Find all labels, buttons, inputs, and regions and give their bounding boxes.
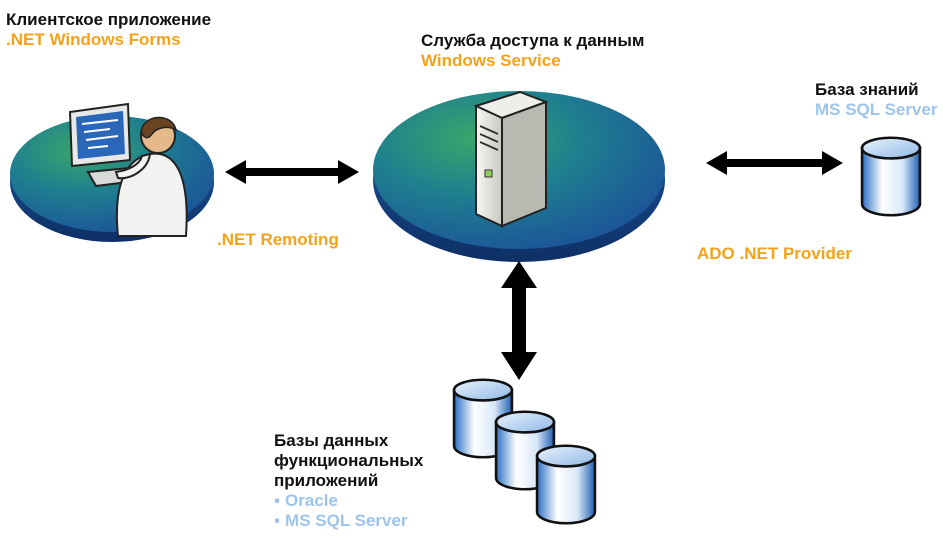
knowledge-base-subtitle: MS SQL Server <box>815 100 938 119</box>
double-arrow-icon <box>501 261 537 380</box>
double-arrow-icon <box>225 160 359 184</box>
functional-databases-icon <box>452 378 597 525</box>
ado-provider-label: ADO .NET Provider <box>697 244 852 263</box>
user-at-computer-icon <box>68 102 188 237</box>
service-subtitle: Windows Service <box>421 51 561 70</box>
functional-dbs-label: Базы данных функциональных приложений Or… <box>274 431 423 531</box>
server-tower-icon <box>473 90 549 228</box>
client-label: Клиентское приложение .NET Windows Forms <box>6 10 211 50</box>
list-item-label: MS SQL Server <box>285 511 408 530</box>
list-item: Oracle <box>274 491 423 511</box>
list-item-label: Oracle <box>285 491 338 510</box>
client-subtitle: .NET Windows Forms <box>6 30 181 49</box>
functional-dbs-list: Oracle MS SQL Server <box>274 491 423 531</box>
knowledge-base-title: База знаний <box>815 80 919 99</box>
client-title: Клиентское приложение <box>6 10 212 29</box>
functional-dbs-title-line: приложений <box>274 471 379 490</box>
knowledge-base-database-icon <box>860 136 922 217</box>
functional-dbs-title-line: функциональных <box>274 451 424 470</box>
service-label: Служба доступа к данным Windows Service <box>421 31 644 71</box>
service-title: Служба доступа к данным <box>421 31 645 50</box>
knowledge-base-label: База знаний MS SQL Server <box>815 80 938 120</box>
double-arrow-icon <box>706 151 843 175</box>
remoting-label: .NET Remoting <box>217 230 339 249</box>
list-item: MS SQL Server <box>274 511 423 531</box>
functional-dbs-title-line: Базы данных <box>274 431 389 450</box>
